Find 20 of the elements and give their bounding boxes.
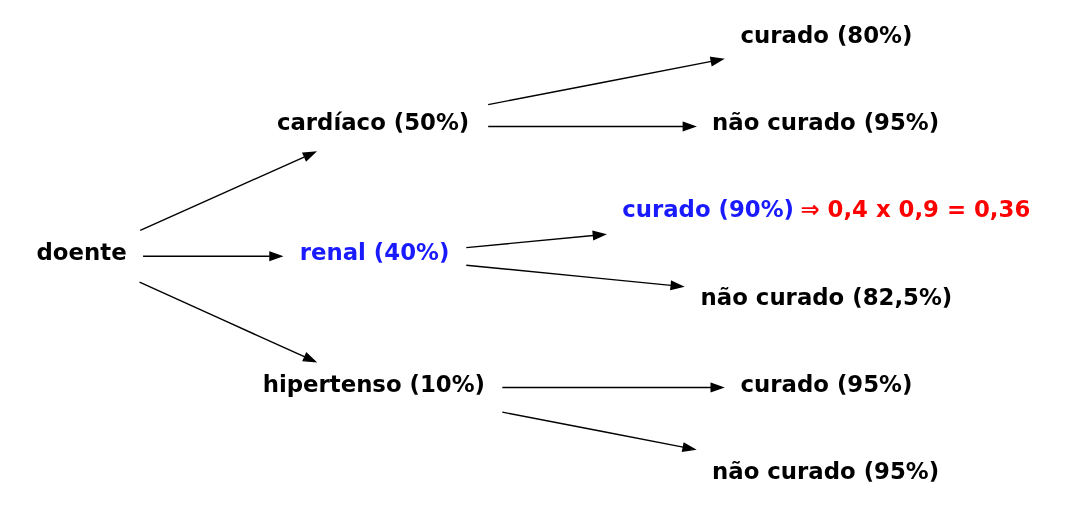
arrow bbox=[487, 56, 725, 106]
arrow bbox=[142, 251, 284, 262]
node-text: renal (40%) bbox=[299, 239, 450, 266]
node-text: hipertenso (10%) bbox=[262, 370, 486, 397]
arrow bbox=[465, 230, 607, 249]
node-text: não curado (82,5%) bbox=[700, 283, 953, 310]
arrow bbox=[501, 411, 697, 452]
arrow bbox=[465, 264, 685, 291]
node-text: curado (80%) bbox=[740, 22, 913, 49]
arrow bbox=[501, 382, 725, 393]
node-text: cardíaco (50%) bbox=[276, 109, 470, 136]
arrow bbox=[138, 281, 318, 363]
node-text: curado (90%) bbox=[622, 196, 794, 223]
node-text: curado (95%) bbox=[740, 370, 913, 397]
arrow bbox=[487, 121, 697, 132]
node-text: não curado (95%) bbox=[712, 109, 940, 136]
node-text: doente bbox=[36, 239, 127, 266]
arrow bbox=[139, 151, 318, 232]
node-text: não curado (95%) bbox=[712, 457, 940, 484]
node-label: ⇒ 0,4 x 0,9 = 0,36 bbox=[800, 196, 1031, 223]
